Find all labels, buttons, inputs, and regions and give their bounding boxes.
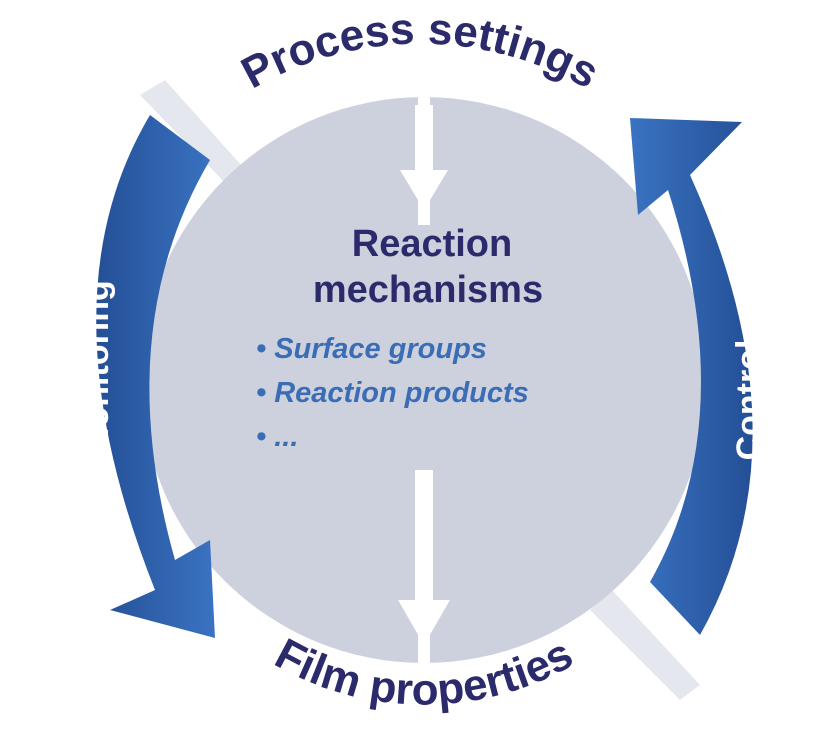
bullet-ellipsis: • ...	[256, 421, 298, 453]
bullet-surface-groups: • Surface groups	[256, 333, 487, 365]
down-arrow-top	[400, 105, 448, 210]
center-title-line1: Reaction	[352, 223, 512, 265]
process-settings-label: Process settings	[233, 4, 606, 98]
shadow-wedge-bottom-right	[590, 590, 700, 700]
down-arrow-bottom	[398, 470, 450, 645]
monitoring-arrow	[96, 115, 215, 638]
monitoring-label: Monitoring	[78, 280, 116, 456]
bullet-reaction-products: • Reaction products	[256, 377, 529, 409]
central-circle	[141, 97, 707, 663]
control-label: Control	[730, 340, 768, 461]
control-arrow	[630, 118, 753, 635]
center-title-line2: mechanisms	[313, 269, 543, 311]
shadow-wedge-top-left	[140, 80, 250, 190]
